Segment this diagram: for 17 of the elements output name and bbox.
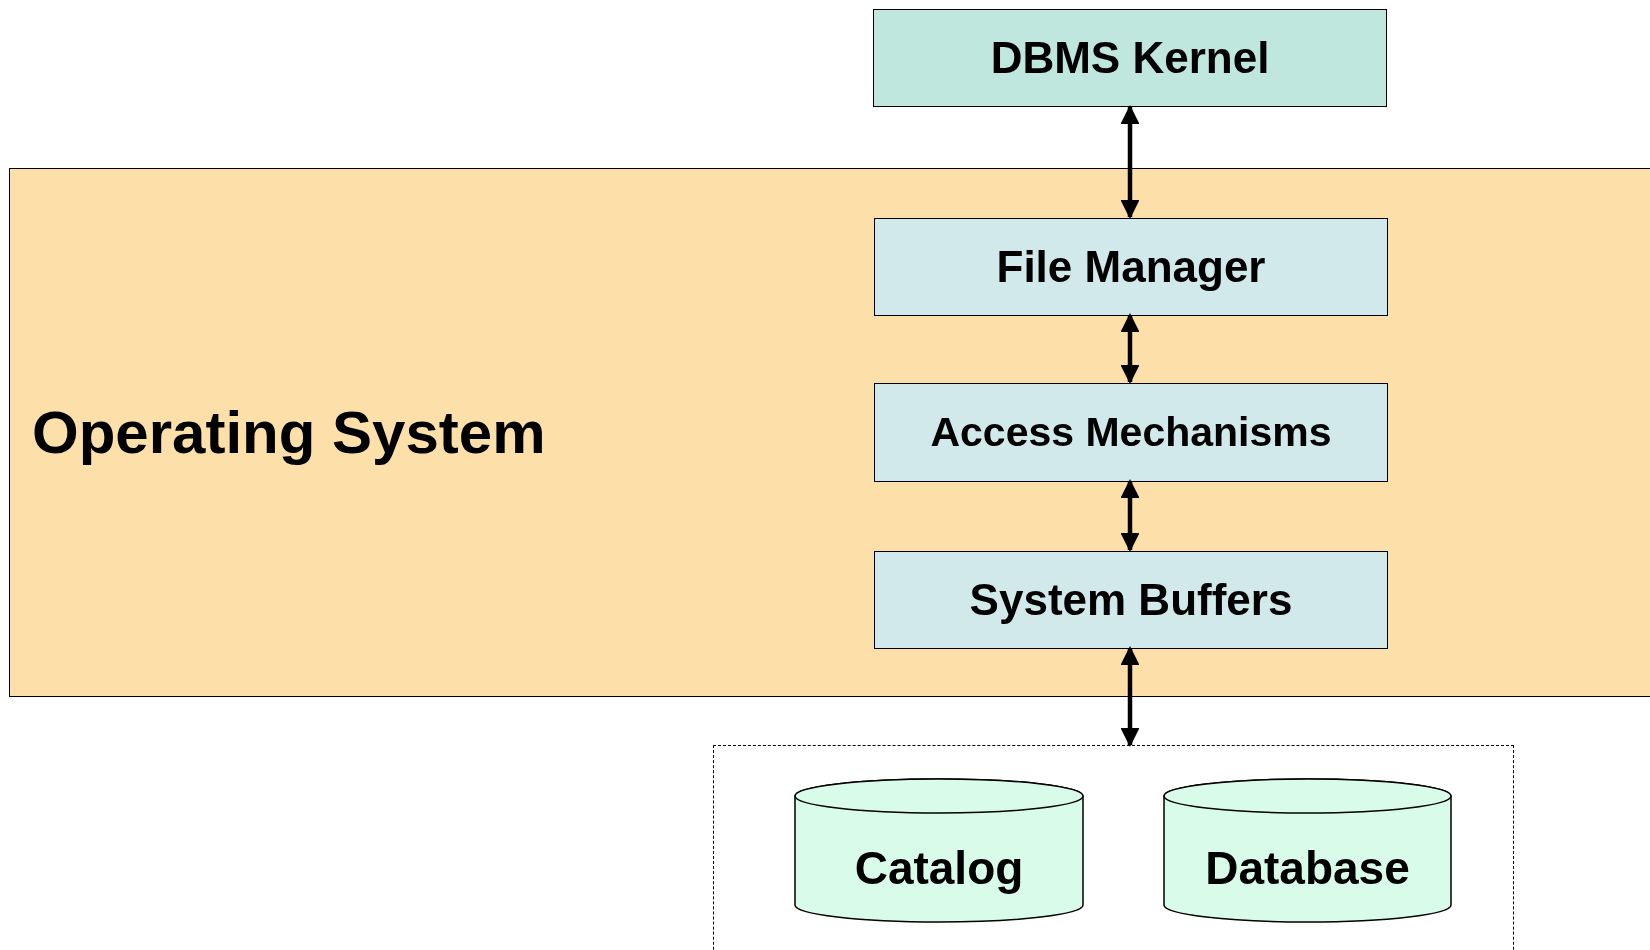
system-band bbox=[9, 168, 1650, 697]
box-label: System Buffers bbox=[969, 575, 1293, 625]
double-arrow bbox=[1120, 646, 1140, 747]
box-label: Catalog bbox=[854, 840, 1024, 895]
process-box bbox=[874, 218, 1388, 316]
process-box bbox=[873, 9, 1387, 107]
box-label: File Manager bbox=[996, 242, 1266, 292]
double-arrow bbox=[1120, 479, 1140, 552]
box-label: Access Mechanisms bbox=[930, 409, 1332, 456]
box-label: DBMS Kernel bbox=[990, 33, 1270, 83]
process-box bbox=[874, 551, 1388, 649]
process-box bbox=[874, 383, 1388, 482]
band-title: Operating System bbox=[32, 398, 546, 467]
double-arrow bbox=[1120, 105, 1140, 219]
storage-group-box bbox=[713, 745, 1514, 950]
double-arrow bbox=[1120, 313, 1140, 384]
box-label: Database bbox=[1205, 840, 1410, 895]
